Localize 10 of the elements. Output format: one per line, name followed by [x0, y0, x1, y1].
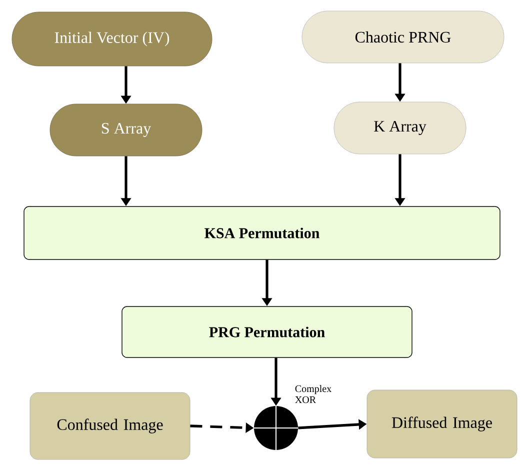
process-box: Diffused Image [366, 390, 518, 458]
process-box: Confused Image [30, 392, 190, 460]
rounded-box: K Array [334, 102, 466, 154]
edge-label: Complex XOR [295, 385, 332, 404]
rounded-box: Chaotic PRNG [302, 10, 504, 64]
xor-symbol [254, 406, 298, 450]
process-box: PRG Permutation [122, 306, 412, 358]
rounded-box: Initial Vector (IV) [12, 12, 212, 66]
process-box: KSA Permutation [24, 206, 500, 260]
rounded-box: S Array [50, 104, 202, 156]
